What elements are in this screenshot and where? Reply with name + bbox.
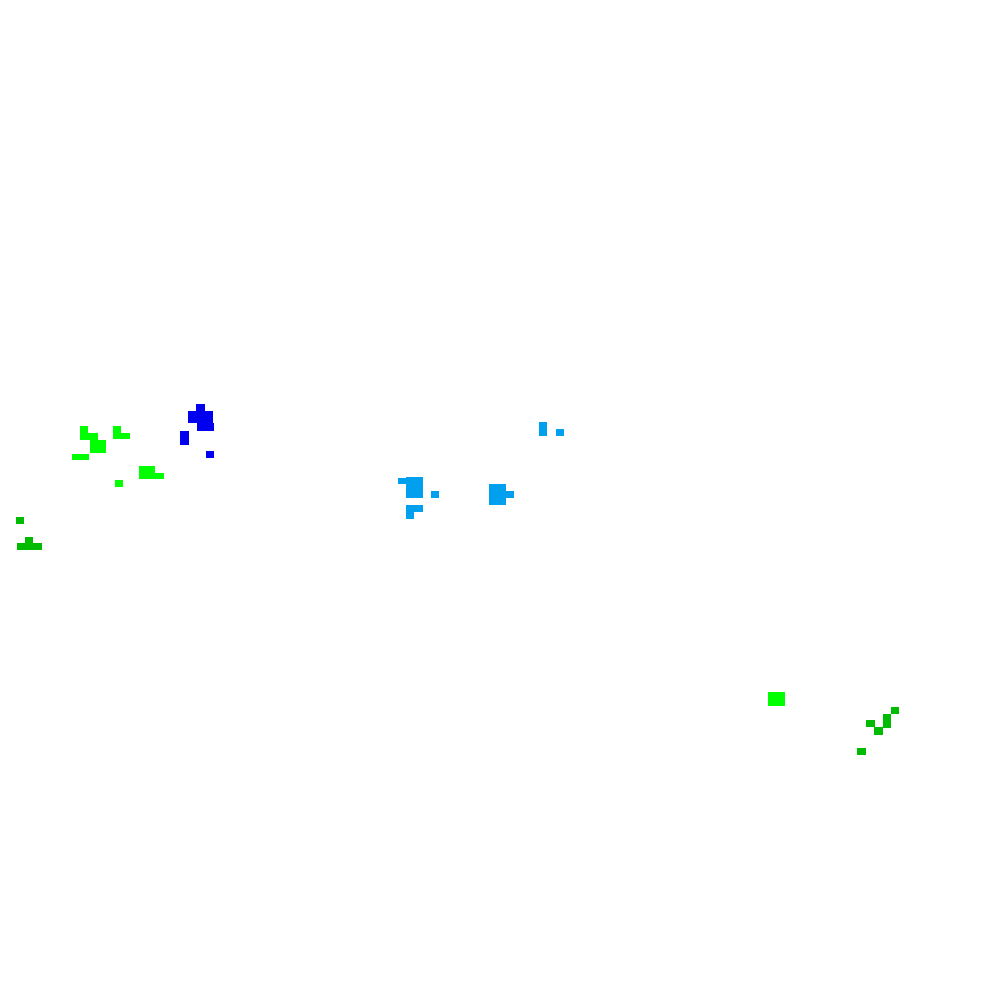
pixel-block bbox=[431, 491, 439, 498]
pixel-block bbox=[857, 748, 866, 755]
pixel-block bbox=[406, 505, 423, 512]
pixel-block bbox=[88, 433, 98, 440]
pixel-block bbox=[398, 478, 408, 484]
pixel-block bbox=[406, 512, 414, 519]
pixel-block bbox=[72, 454, 89, 460]
pixel-block bbox=[80, 426, 88, 440]
pixel-block bbox=[113, 433, 130, 439]
pixel-block bbox=[115, 480, 123, 487]
pixel-block bbox=[206, 451, 214, 458]
pixel-block bbox=[874, 727, 883, 735]
pixel-block bbox=[489, 484, 506, 505]
pixel-block bbox=[113, 426, 121, 433]
pixel-block bbox=[891, 707, 899, 714]
pixel-block bbox=[196, 404, 205, 412]
pixel-block bbox=[556, 429, 564, 436]
pixel-block bbox=[90, 440, 106, 453]
pixel-block bbox=[155, 473, 164, 479]
pixel-block bbox=[883, 714, 891, 728]
pixel-block bbox=[768, 692, 785, 706]
pixel-block bbox=[539, 422, 547, 436]
pixel-block bbox=[188, 411, 213, 423]
pixel-block bbox=[139, 466, 155, 479]
pixel-block bbox=[16, 517, 24, 524]
pixel-block bbox=[180, 431, 189, 445]
pixel-block bbox=[406, 477, 423, 498]
pixel-block bbox=[866, 720, 875, 727]
pixel-block bbox=[25, 537, 33, 543]
pixel-block bbox=[17, 543, 42, 550]
pixel-block bbox=[197, 423, 214, 431]
pixel-block bbox=[506, 491, 514, 498]
